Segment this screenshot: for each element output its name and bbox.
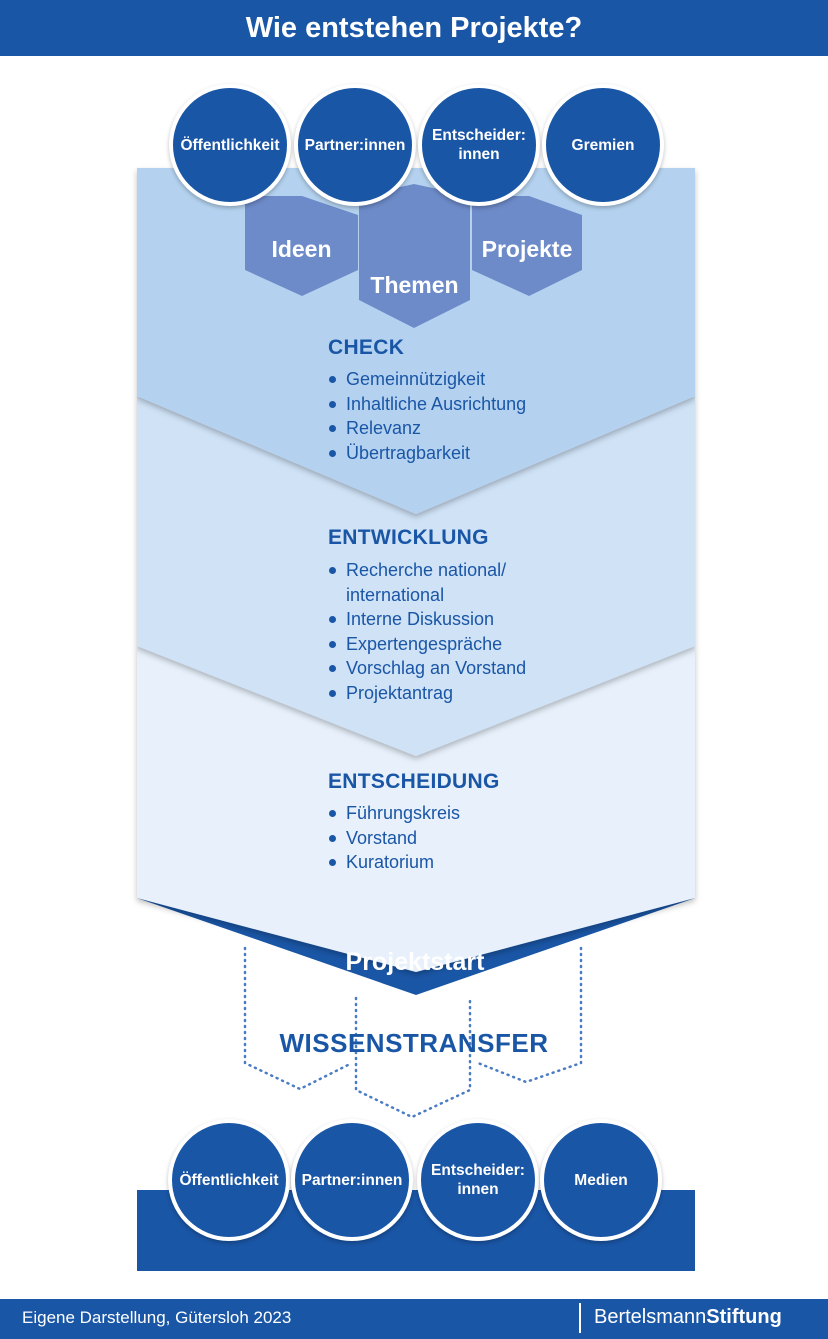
circle-oeffentlichkeit-top: Öffentlichkeit — [169, 84, 291, 206]
logo-text-light: Bertelsmann — [594, 1306, 707, 1328]
circle-entscheiderinnen-top-label: Entscheider: innen — [432, 127, 526, 163]
entscheidung-title: ENTSCHEIDUNG — [328, 770, 500, 793]
list-item: Führungskreis — [327, 801, 460, 826]
circle-partnerinnen-top: Partner:innen — [294, 84, 416, 206]
list-item: Expertengespräche — [327, 632, 526, 657]
logo-text-bold: Stiftung — [706, 1306, 782, 1328]
circle-medien-bottom: Medien — [540, 1119, 662, 1241]
circle-oeffentlichkeit-bottom: Öffentlichkeit — [168, 1119, 290, 1241]
entwicklung-list: Recherche national/ international Intern… — [327, 558, 526, 706]
hexagon-projekte — [472, 196, 582, 296]
list-item: Interne Diskussion — [327, 607, 526, 632]
list-item: Kuratorium — [327, 850, 460, 875]
list-item: Vorstand — [327, 826, 460, 851]
list-item: Übertragbarkeit — [327, 441, 526, 466]
footer-divider — [579, 1303, 581, 1333]
list-item: Vorschlag an Vorstand — [327, 656, 526, 681]
hexagon-ideen — [245, 196, 358, 296]
projektstart-label: Projektstart — [345, 948, 485, 976]
wissenstransfer-dotted-lines — [243, 946, 583, 1119]
circle-entscheiderinnen-top: Entscheider: innen — [418, 84, 540, 206]
page-title: Wie entstehen Projekte? — [0, 0, 828, 56]
hexagon-themen — [359, 184, 470, 328]
footer-credit: Eigene Darstellung, Gütersloh 2023 — [22, 1308, 292, 1327]
check-title: CHECK — [328, 336, 405, 359]
entwicklung-band — [137, 396, 695, 756]
bertelsmann-stiftung-logo: BertelsmannStiftung — [594, 1306, 782, 1329]
entscheidung-list: Führungskreis Vorstand Kuratorium — [327, 801, 460, 875]
list-item: Relevanz — [327, 416, 526, 441]
circle-gremien-top: Gremien — [542, 84, 664, 206]
hexagon-label-ideen: Ideen — [271, 236, 332, 262]
circle-entscheiderinnen-bottom-label: Entscheider: innen — [431, 1162, 525, 1198]
hexagon-label-themen: Themen — [370, 272, 459, 298]
list-item: Inhaltliche Ausrichtung — [327, 392, 526, 417]
circle-entscheiderinnen-bottom: Entscheider: innen — [417, 1119, 539, 1241]
list-item: Gemeinnützigkeit — [327, 367, 526, 392]
circle-partnerinnen-bottom: Partner:innen — [291, 1119, 413, 1241]
hexagon-label-projekte: Projekte — [481, 236, 573, 262]
entscheidung-band — [137, 646, 695, 972]
wissenstransfer-label: WISSENSTRANSFER — [279, 1028, 549, 1058]
list-item: Recherche national/ international — [327, 558, 526, 607]
check-list: Gemeinnützigkeit Inhaltliche Ausrichtung… — [327, 367, 526, 465]
list-item: Projektantrag — [327, 681, 526, 706]
entwicklung-title: ENTWICKLUNG — [328, 526, 489, 549]
footer: Eigene Darstellung, Gütersloh 2023 Berte… — [0, 1299, 828, 1339]
